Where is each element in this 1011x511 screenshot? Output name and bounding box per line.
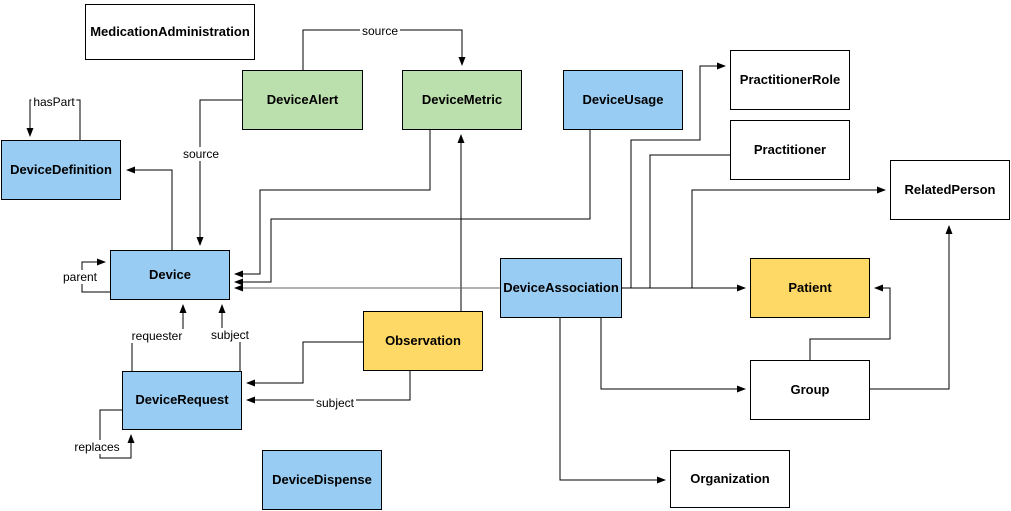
node-label: Organization: [690, 470, 770, 486]
node-label: Device: [149, 266, 191, 282]
node-label: Patient: [788, 279, 832, 295]
node-label: DeviceMetric: [421, 91, 503, 107]
edge-label-subject-request-device: subject: [208, 328, 252, 342]
edge-observation-to-devicerequest: [246, 341, 363, 387]
edge-label-replaces: replaces: [72, 440, 122, 454]
node-device-alert[interactable]: DeviceAlert: [242, 70, 363, 130]
node-practitioner[interactable]: Practitioner: [730, 120, 850, 180]
edge-deviceassociation-to-practitionerrole: [630, 62, 726, 288]
node-label: DeviceDefinition: [10, 161, 112, 177]
edge-devicemetric-to-device: [234, 130, 431, 278]
edge-deviceassociation-to-practitioner: [649, 154, 730, 288]
node-device-definition[interactable]: DeviceDefinition: [1, 140, 121, 200]
node-label: DeviceAlert: [266, 91, 339, 107]
edge-label-subject-observation-request: subject: [313, 396, 357, 410]
edge-deviceassociation-to-group: [600, 318, 746, 393]
node-label: DeviceDispense: [272, 471, 372, 487]
node-device[interactable]: Device: [110, 250, 230, 300]
edge-deviceassociation-to-organization: [559, 318, 666, 484]
edge-deviceusage-to-device: [234, 130, 591, 286]
node-label: Observation: [385, 332, 461, 348]
edge-label-requester: requester: [129, 329, 185, 343]
node-label: Group: [790, 381, 830, 397]
edge-label-haspart: hasPart: [31, 95, 77, 109]
node-label: MedicationAdministration: [90, 23, 250, 39]
edge-label-source-alert-metric: source: [359, 24, 401, 38]
edge-devicealert-to-device: [196, 99, 242, 246]
node-device-association[interactable]: DeviceAssociation: [500, 258, 622, 318]
edge-group-to-patient: [809, 284, 891, 360]
node-device-metric[interactable]: DeviceMetric: [402, 70, 522, 130]
node-patient[interactable]: Patient: [750, 258, 870, 318]
node-observation[interactable]: Observation: [363, 311, 483, 371]
node-related-person[interactable]: RelatedPerson: [890, 160, 1010, 220]
node-label: PractitionerRole: [739, 71, 841, 87]
edge-label-parent: parent: [60, 270, 100, 284]
node-label: RelatedPerson: [904, 181, 996, 197]
edge-label-source-alert-device: source: [180, 147, 222, 161]
edge-device-to-devicedefinition: [126, 166, 173, 250]
edge-deviceassociation-to-relatedperson: [691, 186, 886, 288]
node-label: DeviceUsage: [582, 91, 664, 107]
node-practitioner-role[interactable]: PractitionerRole: [730, 50, 850, 110]
node-device-dispense[interactable]: DeviceDispense: [262, 450, 382, 510]
edge-observation-to-devicerequest-subject: [246, 371, 411, 404]
node-device-request[interactable]: DeviceRequest: [122, 371, 242, 430]
node-organization[interactable]: Organization: [670, 450, 790, 508]
node-label: DeviceAssociation: [503, 279, 619, 295]
edge-devicerequest-replaces-loop: [99, 409, 135, 459]
node-group[interactable]: Group: [750, 360, 870, 420]
edge-group-to-relatedperson: [870, 225, 953, 390]
node-label: DeviceRequest: [135, 392, 229, 408]
node-medication-administration[interactable]: MedicationAdministration: [85, 4, 255, 60]
node-label: Practitioner: [753, 141, 827, 157]
node-device-usage[interactable]: DeviceUsage: [563, 70, 683, 130]
